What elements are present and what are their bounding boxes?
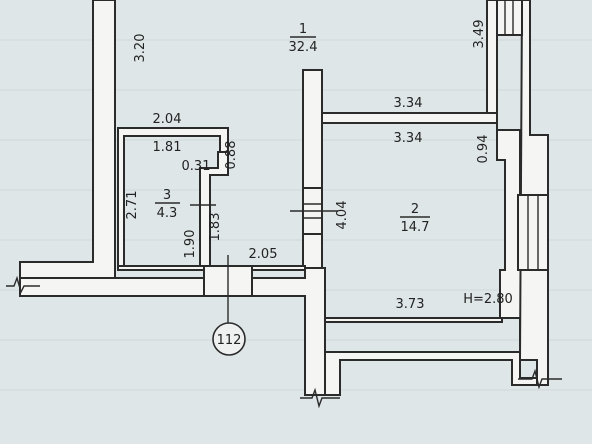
- room2-top-wall: [321, 112, 498, 124]
- dim-4-04: 4.04: [335, 201, 350, 230]
- window-top-right: [496, 0, 523, 36]
- ceiling-height: H=2.80: [463, 292, 513, 307]
- cut-marker-right: [518, 368, 562, 390]
- room3-number: 3: [163, 188, 171, 203]
- room1-number: 1: [299, 22, 307, 37]
- corridor-wall: [19, 267, 326, 396]
- window-room2: [517, 194, 549, 271]
- walls: [19, 0, 549, 396]
- dim-1-83: 1.83: [208, 213, 223, 242]
- dim-2-04: 2.04: [153, 112, 182, 127]
- room1-area: 32.4: [289, 40, 318, 55]
- cut-marker-left: [6, 275, 40, 294]
- dim-3-20: 3.20: [133, 34, 148, 63]
- far-right-wall: [518, 0, 549, 386]
- left-outer-wall: [19, 0, 116, 279]
- dim-2-71: 2.71: [125, 191, 140, 220]
- axis-marker-label: 112: [217, 333, 242, 348]
- dim-1-81: 1.81: [153, 140, 182, 155]
- room2-area: 14.7: [401, 220, 430, 235]
- cut-marker-bottom: [300, 387, 340, 409]
- dim-0-88: 0.88: [224, 141, 239, 170]
- room3-area: 4.3: [157, 206, 178, 221]
- dim-3-49: 3.49: [472, 20, 487, 49]
- room2-number: 2: [411, 202, 419, 217]
- dim-3-34-inner: 3.34: [394, 131, 423, 146]
- dim-2-05: 2.05: [249, 247, 278, 262]
- central-partition: [302, 69, 323, 269]
- dim-3-73: 3.73: [396, 297, 425, 312]
- right-outer-wall: [324, 0, 538, 361]
- bottom-step-wall: [324, 351, 538, 396]
- cut-markers: [6, 275, 562, 409]
- dim-0-94: 0.94: [476, 135, 491, 164]
- dim-3-34-top: 3.34: [394, 96, 423, 111]
- dim-1-90: 1.90: [183, 230, 198, 259]
- axis-marker: [212, 322, 246, 356]
- paper-grid: [0, 39, 592, 391]
- dim-0-31: 0.31: [182, 159, 211, 174]
